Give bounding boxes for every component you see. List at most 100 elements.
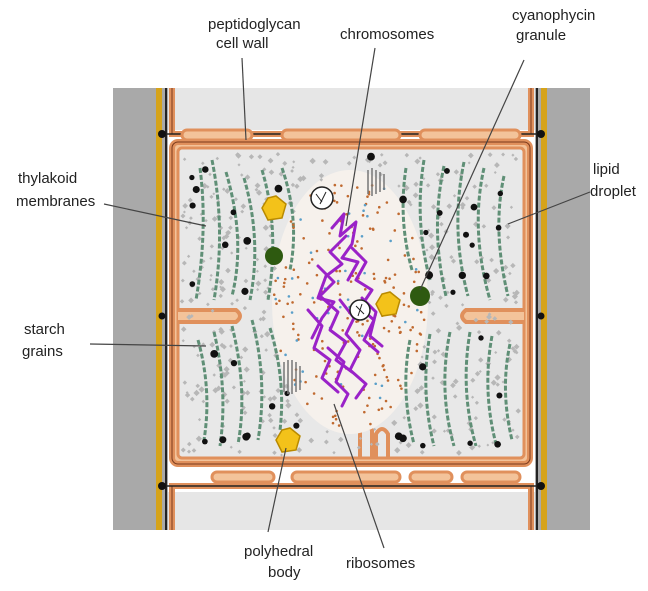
ribosome-dot bbox=[335, 418, 338, 421]
ribosome-dot bbox=[381, 365, 384, 368]
starch-grain bbox=[459, 272, 466, 279]
ribosome-dot bbox=[364, 204, 367, 207]
starch-grain bbox=[219, 436, 226, 443]
starch-grain bbox=[275, 185, 283, 193]
ribosome-dot bbox=[291, 311, 294, 314]
ribosome-dot bbox=[381, 384, 384, 387]
starch-grain bbox=[193, 186, 200, 193]
ribosome-dot bbox=[338, 424, 341, 427]
ribosome-dot bbox=[332, 416, 335, 419]
ribosome-dot bbox=[338, 247, 341, 250]
starch-grain bbox=[471, 204, 478, 211]
ribosome-dot bbox=[399, 384, 402, 387]
starch-grain bbox=[494, 441, 501, 448]
ribosome-dot bbox=[292, 322, 295, 325]
ribosome-dot bbox=[316, 250, 319, 253]
ribosome-dot bbox=[291, 277, 294, 280]
ribosome-dot bbox=[306, 282, 309, 285]
label-polyhedral-body: polyhedral body bbox=[244, 543, 317, 581]
ribosome-dot bbox=[417, 271, 420, 274]
ribosome-dot bbox=[337, 282, 340, 285]
starch-grain bbox=[189, 175, 194, 180]
ribosome-dot bbox=[315, 375, 318, 378]
ribosome-dot bbox=[414, 271, 417, 274]
starch-grain bbox=[437, 210, 443, 216]
ribosome-dot bbox=[415, 268, 418, 271]
ribosome-dot bbox=[344, 270, 347, 273]
ribosome-dot bbox=[409, 329, 412, 332]
ribosome-dot bbox=[279, 350, 282, 353]
ribosome-dot bbox=[388, 277, 391, 280]
ribosome-dot bbox=[285, 266, 288, 269]
ribosome-dot bbox=[292, 223, 295, 226]
ribosome-dot bbox=[369, 227, 372, 230]
background-top-light bbox=[168, 88, 535, 130]
starch-grain bbox=[419, 363, 426, 370]
starch-grain bbox=[222, 241, 229, 248]
ribosome-dot bbox=[308, 262, 311, 265]
starch-grain bbox=[269, 403, 275, 409]
ribosome-dot bbox=[358, 334, 361, 337]
ribosome-dot bbox=[291, 301, 294, 304]
ribosome-dot bbox=[299, 293, 302, 296]
label-thylakoid-line1: thylakoid bbox=[18, 170, 77, 187]
ribosome-dot bbox=[398, 326, 401, 329]
ribosome-dot bbox=[393, 229, 396, 232]
ribosome-dot bbox=[354, 245, 357, 248]
ribosome-dot bbox=[336, 201, 339, 204]
ribosome-dot bbox=[379, 397, 382, 400]
ribosome-dot bbox=[410, 372, 413, 375]
label-thylakoid-membranes: thylakoid membranes bbox=[16, 170, 95, 210]
starch-grain bbox=[190, 203, 196, 209]
starch-grain bbox=[399, 196, 407, 204]
septum-segments-bottom bbox=[212, 472, 520, 482]
ribosome-dot bbox=[387, 379, 390, 382]
ribosome-dot bbox=[394, 315, 397, 318]
starch-grain bbox=[467, 441, 472, 446]
ribosome-dot bbox=[283, 285, 286, 288]
ribosome-dot bbox=[332, 422, 335, 425]
ribosome-dot bbox=[304, 381, 307, 384]
ribosome-dot bbox=[356, 331, 359, 334]
starch-grain bbox=[202, 439, 208, 445]
starch-grain bbox=[423, 230, 428, 235]
starch-grain bbox=[243, 237, 251, 245]
starch-grain bbox=[420, 443, 426, 449]
label-polyhedral-line1: polyhedral bbox=[244, 543, 313, 560]
label-chromosomes: chromosomes bbox=[340, 26, 434, 43]
ribosome-dot bbox=[339, 306, 342, 309]
ribosome-dot bbox=[366, 215, 369, 218]
label-peptidoglycan-cell-wall: peptidoglycan cell wall bbox=[208, 16, 305, 52]
ribosome-dot bbox=[369, 423, 372, 426]
ribosome-dot bbox=[355, 320, 358, 323]
ribosome-dot bbox=[339, 270, 342, 273]
starch-grain bbox=[231, 360, 237, 366]
ribosome-dot bbox=[328, 232, 331, 235]
ribosome-dot bbox=[404, 254, 407, 257]
ribosome-dot bbox=[302, 237, 305, 240]
ribosome-dot bbox=[400, 387, 403, 390]
ribosome-dot bbox=[413, 280, 416, 283]
ribosome-dot bbox=[297, 334, 300, 337]
starch-grain bbox=[450, 290, 455, 295]
ribosome-dot bbox=[284, 354, 287, 357]
label-chromosomes-line1: chromosomes bbox=[340, 26, 434, 43]
ribosome-dot bbox=[383, 369, 386, 372]
ribosome-dot bbox=[282, 315, 285, 318]
ribosome-dot bbox=[394, 273, 397, 276]
starch-grain bbox=[478, 335, 483, 340]
label-starch-line2: grains bbox=[22, 343, 63, 360]
ribosome-dot bbox=[388, 330, 391, 333]
ribosome-dot bbox=[399, 331, 402, 334]
ribosome-dot bbox=[355, 272, 358, 275]
background-bottom-light bbox=[168, 492, 535, 530]
label-peptidoglycan-line2: cell wall bbox=[216, 35, 269, 52]
ribosome-dot bbox=[275, 302, 278, 305]
ribosome-dot bbox=[362, 214, 365, 217]
ribosome-dot bbox=[403, 292, 406, 295]
ribosome-dot bbox=[366, 320, 369, 323]
ribosome-dot bbox=[363, 411, 366, 414]
label-ribosomes-line1: ribosomes bbox=[346, 555, 415, 572]
